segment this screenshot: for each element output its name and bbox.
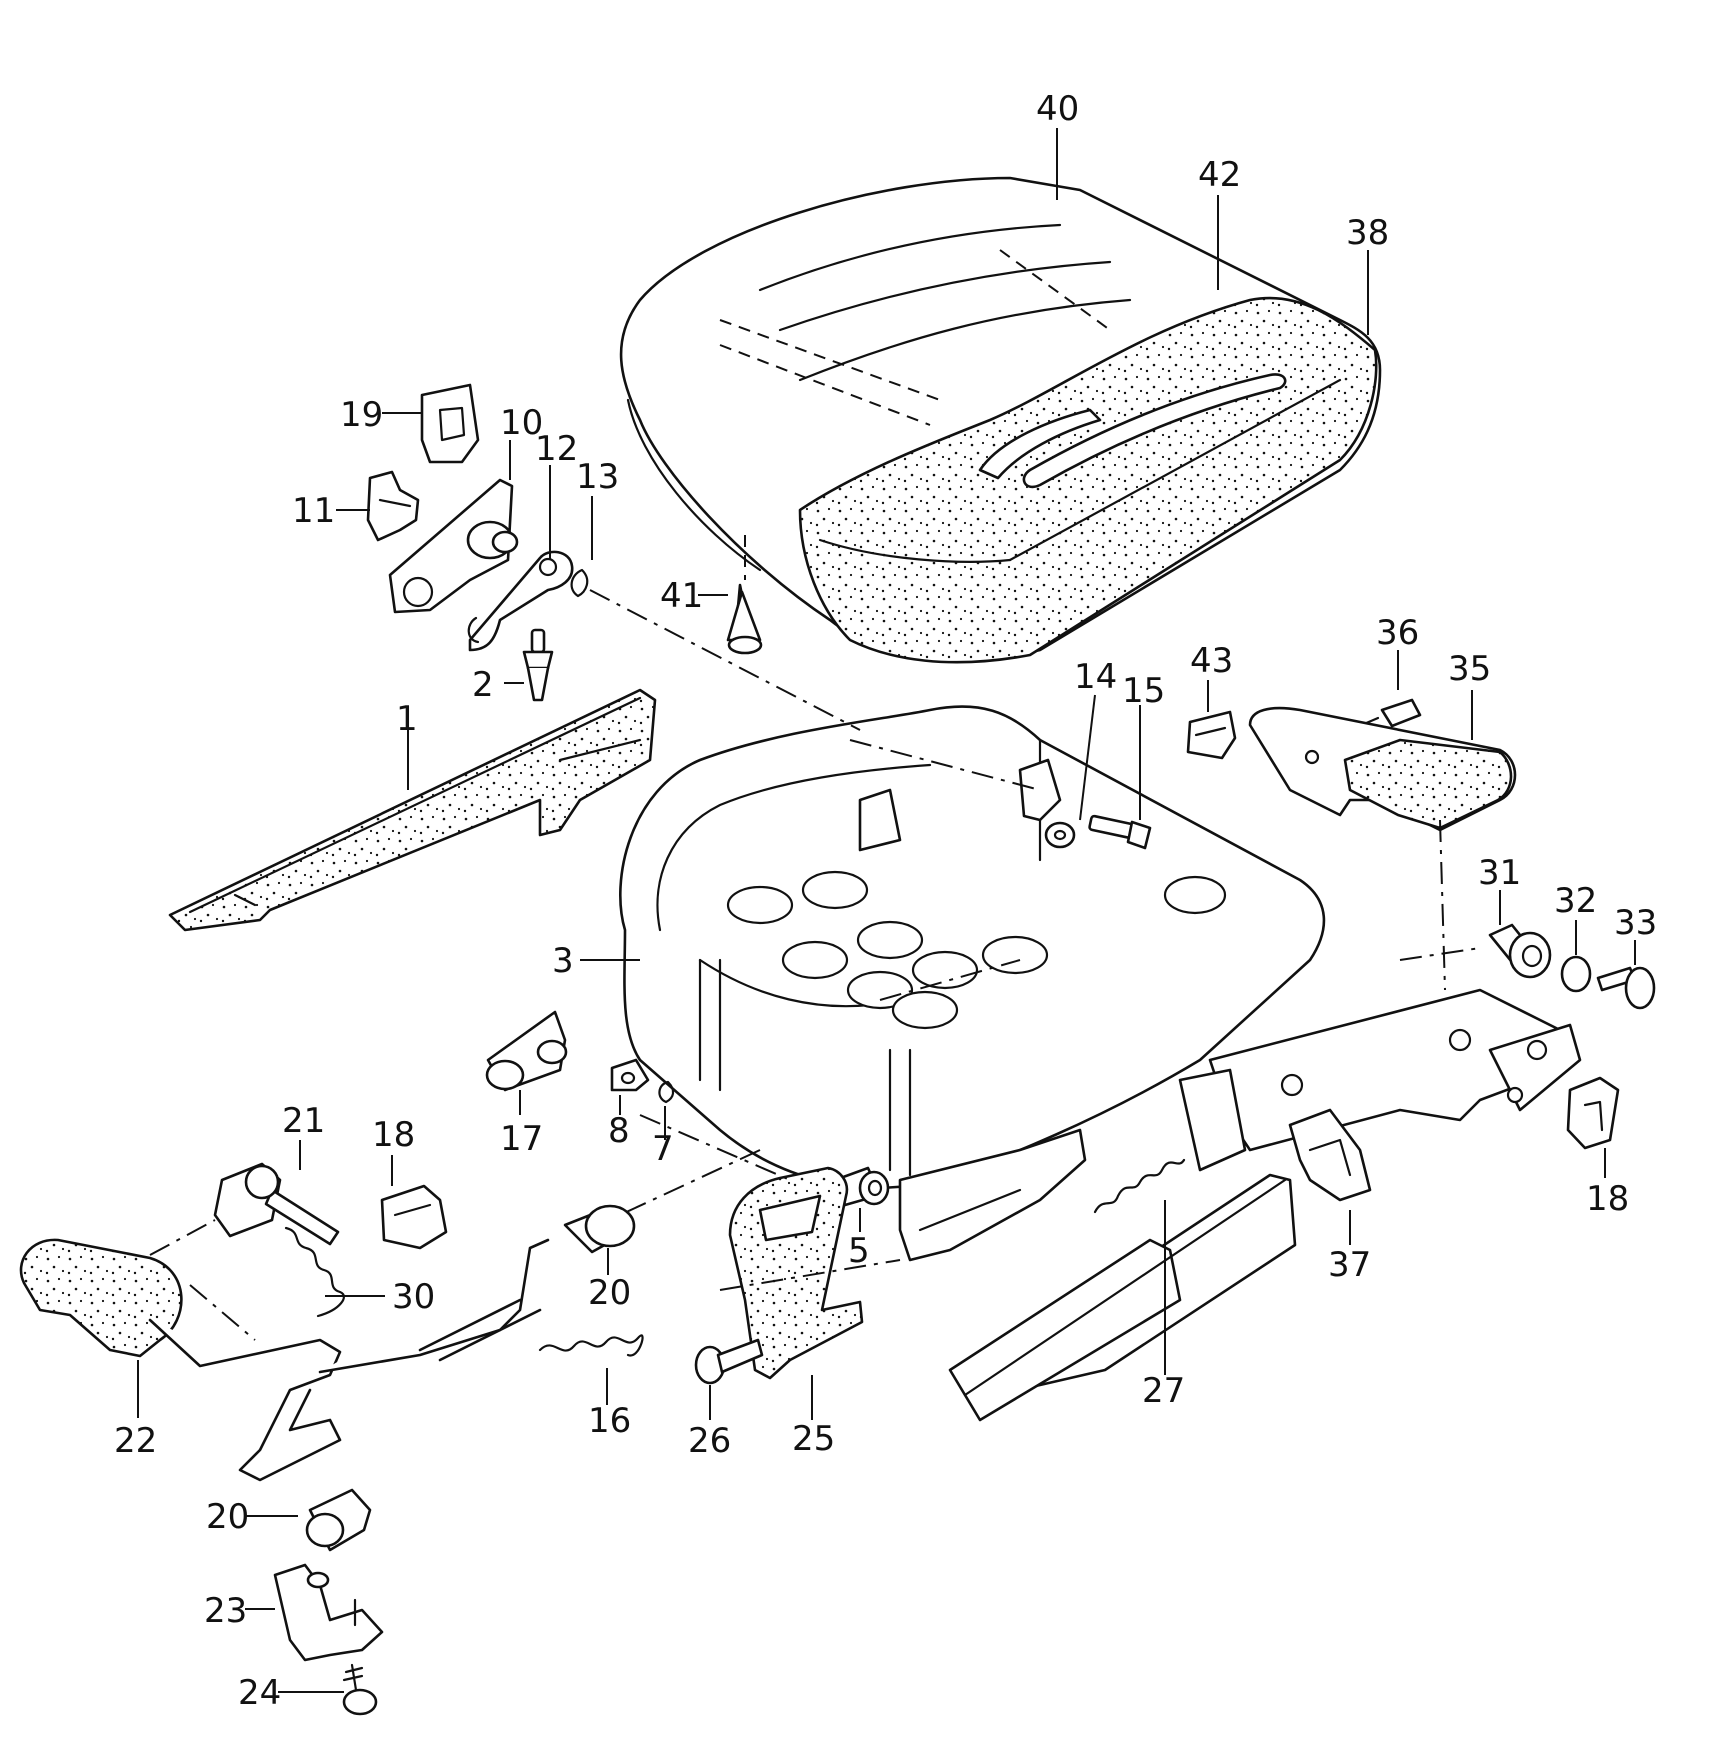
spring-30 — [284, 1226, 345, 1318]
callout-15: 16 — [588, 1401, 631, 1441]
screw-26 — [694, 1338, 764, 1385]
washer-32 — [1560, 955, 1592, 993]
bushing-20-lower — [305, 1488, 372, 1552]
hinge-bracket-8 — [388, 478, 519, 614]
link-arm-11 — [467, 550, 574, 652]
callout-33: 33 — [1614, 903, 1657, 943]
callout-5: 5 — [848, 1231, 870, 1271]
bracket-16 — [485, 1010, 568, 1092]
clip-17 — [380, 1184, 448, 1250]
callout-8: 10 — [500, 403, 543, 443]
hinge-pin-21 — [213, 1162, 340, 1246]
pivot-bracket-right — [1178, 988, 1582, 1172]
adjust-lever-25 — [728, 1166, 864, 1380]
callout-22: 22 — [114, 1421, 157, 1461]
callout-31: 31 — [1478, 853, 1521, 893]
callout-23: 23 — [204, 1591, 247, 1631]
circlip-12 — [570, 568, 589, 598]
nut-7 — [610, 1058, 650, 1092]
screw-24 — [342, 1663, 378, 1716]
washer-13 — [1044, 821, 1076, 849]
callout-7: 8 — [608, 1111, 630, 1151]
bushing-31 — [1488, 923, 1552, 979]
assembly-lines — [149, 589, 1481, 1341]
clip-41 — [726, 535, 763, 655]
callout-38: 38 — [1346, 213, 1389, 253]
callout-3: 3 — [552, 941, 574, 981]
cover-18 — [1566, 1076, 1620, 1150]
bushing-20-upper — [563, 1204, 636, 1254]
callout-16: 17 — [500, 1119, 543, 1159]
callout-11: 12 — [535, 429, 578, 469]
spring-27 — [1093, 1158, 1186, 1214]
clip-43 — [1186, 710, 1237, 760]
callout-43: 43 — [1190, 641, 1233, 681]
callout-13: 14 — [1074, 657, 1117, 697]
callout-12: 13 — [576, 457, 619, 497]
handle-22 — [19, 1238, 550, 1482]
callout-37: 37 — [1328, 1245, 1371, 1285]
callout-40: 40 — [1036, 89, 1079, 129]
callout-24: 24 — [238, 1673, 281, 1713]
callout-36: 36 — [1376, 613, 1419, 653]
frame-underside-link — [898, 1128, 1087, 1262]
circlip-6 — [658, 1080, 675, 1104]
callout-41: 41 — [660, 576, 703, 616]
clip-on-frame — [1018, 758, 1062, 822]
callout-26: 26 — [688, 1421, 731, 1461]
bolt-33 — [1596, 966, 1656, 1010]
clip-10 — [366, 470, 420, 542]
callout-27: 27 — [1142, 1371, 1185, 1411]
clip-19 — [420, 383, 480, 464]
callout-35: 35 — [1448, 649, 1491, 689]
pin-2 — [522, 628, 554, 702]
callout-32: 32 — [1554, 881, 1597, 921]
callout-18: 18 — [1586, 1179, 1629, 1219]
side-rail-trim-1 — [168, 688, 657, 932]
callout-1: 1 — [396, 699, 418, 739]
callout-10: 11 — [292, 491, 335, 531]
callout-17: 18 — [372, 1115, 415, 1155]
callout-20-upper: 20 — [588, 1273, 631, 1313]
side-trim-right-35 — [1248, 706, 1517, 832]
callout-6: 7 — [652, 1129, 674, 1169]
slide-rail-long — [948, 1173, 1297, 1422]
callout-30: 30 — [392, 1277, 435, 1317]
bracket-23 — [273, 1563, 384, 1662]
callout-2: 2 — [472, 665, 494, 705]
callout-21: 21 — [282, 1101, 325, 1141]
seat-cover-trim-42 — [978, 373, 1287, 489]
callout-20-lower: 20 — [206, 1497, 249, 1537]
clip-37 — [1288, 1108, 1372, 1202]
callout-42: 42 — [1198, 155, 1241, 195]
callout-labels: 40 42 38 19 10 12 13 11 41 36 35 43 14 1… — [114, 89, 1657, 1713]
callout-19: 19 — [340, 395, 383, 435]
callout-14: 15 — [1122, 671, 1165, 711]
spring-15 — [538, 1334, 644, 1357]
leader-lines — [137, 128, 1636, 1693]
callout-25: 25 — [792, 1419, 835, 1459]
bolt-14 — [1088, 814, 1152, 850]
